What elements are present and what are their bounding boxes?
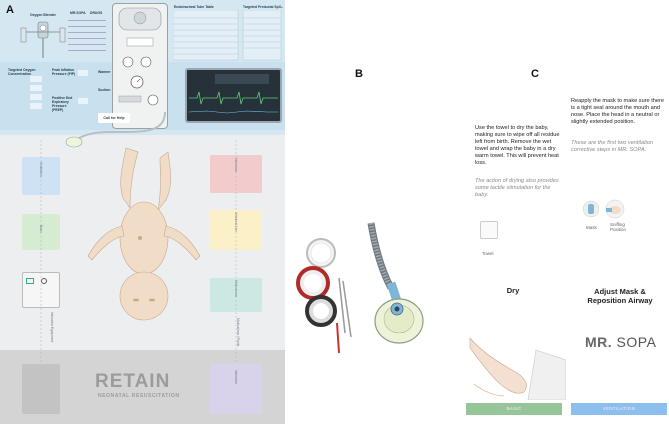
vital-signs-monitor: HR SpO₂	[185, 68, 282, 123]
ventilation-category-bar: VENTILATION	[571, 403, 667, 415]
panel-label-b: B	[355, 68, 363, 80]
retain-title: RETAIN	[95, 371, 171, 392]
dry-note: The action of drying also provides some …	[475, 178, 559, 198]
towel-icon	[480, 221, 498, 239]
baby-feet-illustration	[469, 337, 566, 400]
oxygen-blender-icon	[20, 21, 66, 58]
medications-card[interactable]	[210, 278, 262, 312]
advanced-card[interactable]	[210, 364, 262, 414]
call-for-help-button[interactable]: Call for Help	[98, 113, 130, 123]
panel-b-physical-components	[291, 83, 430, 358]
ventilation-tubing	[65, 112, 166, 148]
left-tools-label: Intubation Equipment	[50, 312, 54, 343]
mask-caption: Mask	[586, 225, 597, 230]
mask-and-position-icons	[582, 199, 625, 219]
ecg-waveform	[188, 74, 278, 114]
dry-title: Dry	[506, 286, 520, 295]
process-card-left[interactable]	[22, 364, 60, 414]
sniffing-position-caption: Sniffing Position	[610, 222, 627, 232]
mask-title: Adjust Mask & Reposition Airway	[587, 287, 653, 305]
drugs-label: DRUGS	[90, 11, 103, 15]
mr-sopa-logo: MR. SOPA	[585, 334, 656, 350]
oxygen-blender-label: Oxygen Blender	[30, 13, 57, 17]
dry-instructions: Use the towel to dry the baby, making su…	[475, 125, 560, 166]
oxygen-slots	[30, 76, 42, 112]
panel-label-a: A	[6, 4, 14, 16]
suction-label: Suction	[98, 88, 111, 92]
mask-note: These are the first two ventilation corr…	[571, 140, 654, 153]
peep-slot	[78, 98, 88, 104]
pip-label: Peak Inflation Pressure (PIP)	[52, 68, 76, 76]
equipment-icon-2	[41, 278, 47, 284]
advanced-card-label: Intubation	[234, 370, 238, 385]
warmer-label: Warmer	[98, 70, 111, 74]
card-connectors	[40, 140, 237, 362]
tube-table	[173, 10, 282, 61]
pip-slot	[78, 70, 88, 76]
mrsopa-label: MR.SOPA	[70, 11, 86, 15]
tube-table-title: Endotracheal Tube Table	[174, 5, 214, 9]
basic-category-bar: BASIC	[466, 403, 562, 415]
panel-a-retain-game-board: Oxygen Blender MR.SOPA DRUGS Endotrachea…	[0, 0, 285, 424]
mrsopa-list	[68, 17, 106, 51]
targeted-oxygen-label: Targeted Oxygen Concentration	[8, 68, 36, 76]
pieces-photo	[296, 222, 424, 354]
mr-sopa-bold: MR.	[585, 334, 613, 350]
retain-subtitle: NEONATAL RESUSCITATION	[98, 393, 180, 399]
resuscitator-illustration	[118, 7, 162, 106]
towel-caption: Towel	[482, 251, 494, 256]
newborn-baby-illustration	[87, 147, 201, 321]
mr-sopa-rest: SOPA	[612, 334, 657, 350]
panel-label-c: C	[531, 68, 539, 80]
mask-instructions: Reapply the mask to make sure there is a…	[571, 98, 664, 125]
peep-label: Positive End Expiratory Pressure (PEEP)	[52, 96, 73, 112]
right-tools-label: Medications / Fluids	[236, 318, 240, 347]
equipment-icon	[26, 278, 34, 284]
spo2-table-title: Targeted Preductal SpO₂	[243, 5, 283, 9]
resuscitator-machine	[112, 3, 168, 129]
